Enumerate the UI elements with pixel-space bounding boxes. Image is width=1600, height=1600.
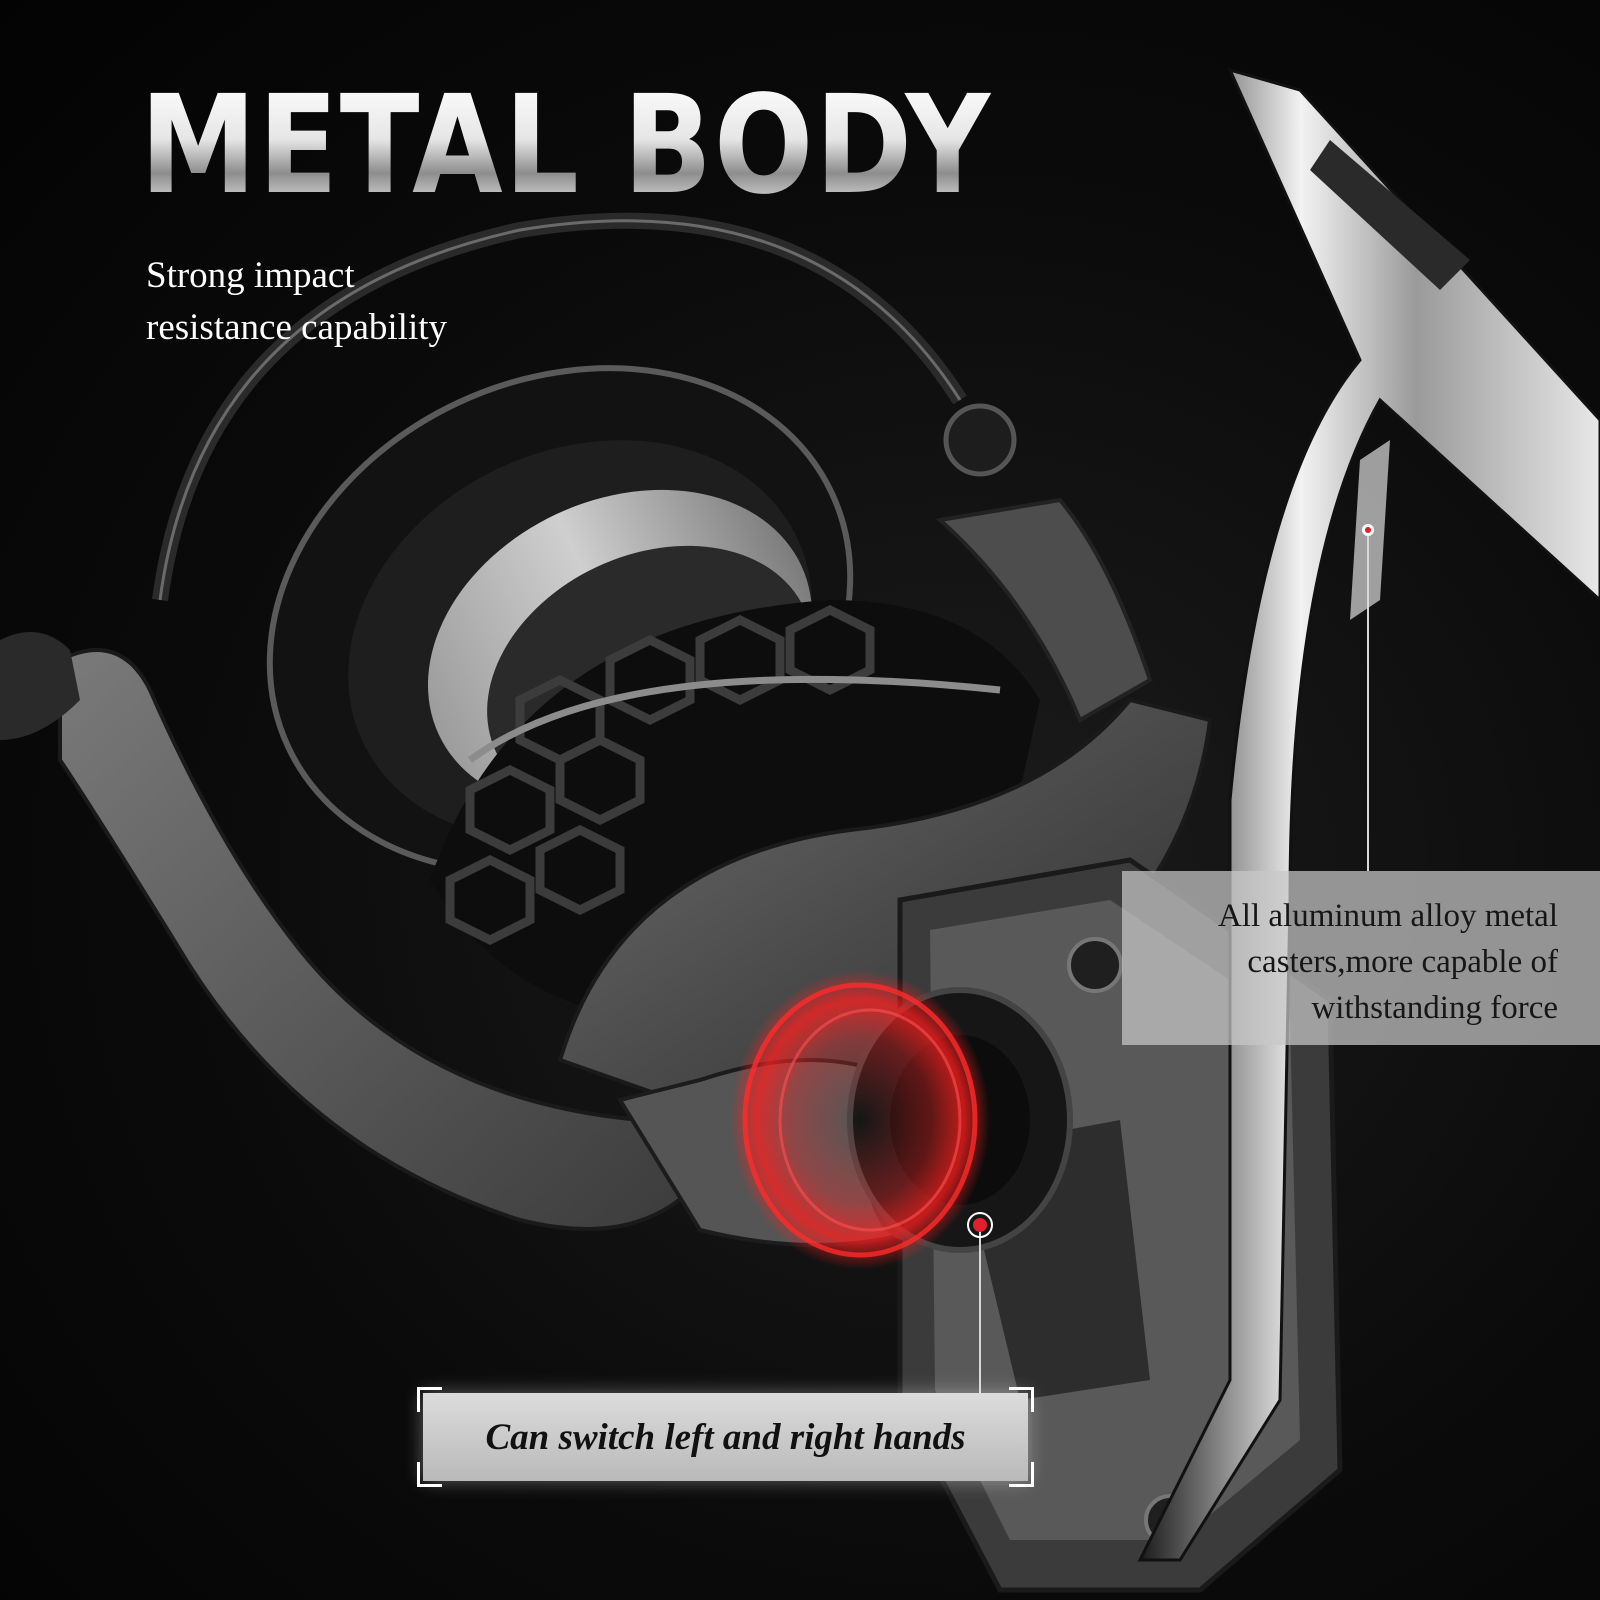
corner-bracket bbox=[417, 1462, 442, 1487]
corner-bracket bbox=[1009, 1462, 1034, 1487]
subtitle-line-2: resistance capability bbox=[146, 307, 448, 348]
marker-dot-icon bbox=[1365, 527, 1371, 533]
subtitle: Strong impact resistance capability bbox=[146, 250, 566, 354]
callout-line-1: All aluminum alloy metal bbox=[1217, 898, 1558, 934]
alloy-callout: All aluminum alloy metal casters,more ca… bbox=[1122, 871, 1600, 1045]
corner-bracket bbox=[1009, 1387, 1034, 1412]
target-dot-icon bbox=[973, 1218, 987, 1232]
switch-hands-text: Can switch left and right hands bbox=[485, 1416, 966, 1458]
red-glow-ring bbox=[730, 970, 990, 1270]
switch-hands-label: Can switch left and right hands bbox=[417, 1387, 1034, 1487]
headline: METAL BODY bbox=[140, 67, 992, 225]
subtitle-line-1: Strong impact bbox=[146, 255, 355, 296]
callout-line-2: casters,more capable of bbox=[1247, 944, 1558, 980]
callout-line-3: withstanding force bbox=[1311, 990, 1558, 1026]
corner-bracket bbox=[417, 1387, 442, 1412]
